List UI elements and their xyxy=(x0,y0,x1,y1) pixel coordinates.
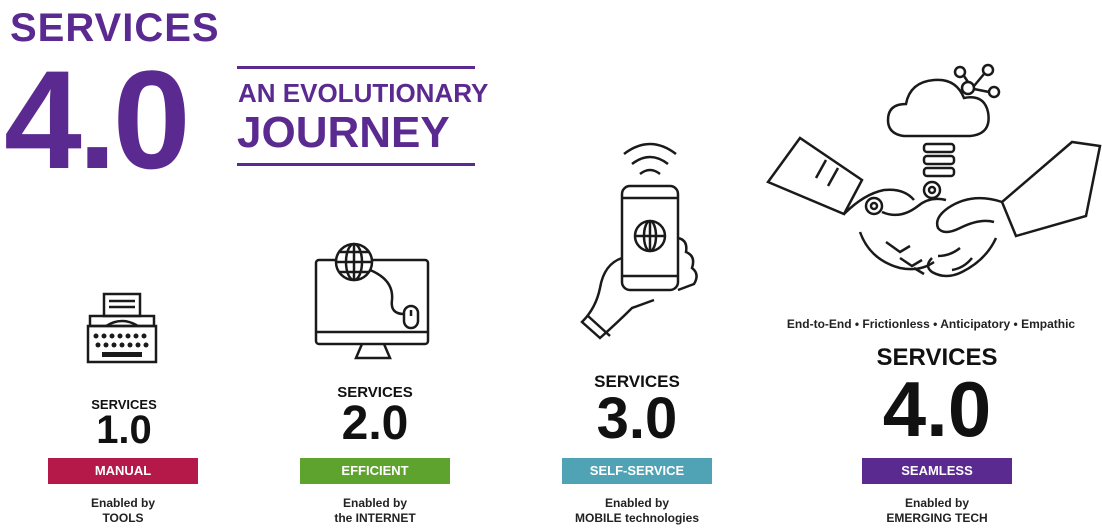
stage1-title: SERVICES xyxy=(91,397,157,412)
stage3-title: SERVICES xyxy=(594,372,680,391)
header-services-label: SERVICES xyxy=(10,6,220,50)
header-version: 4.0 xyxy=(4,41,191,198)
stage1-caption-line2: TOOLS xyxy=(102,511,144,525)
header-subtitle-line1: AN EVOLUTIONARY xyxy=(238,78,489,108)
robot-handshake-cloud-icon xyxy=(766,63,1102,278)
stage1-caption-line1: Enabled by xyxy=(90,496,155,510)
stage2-version: 2.0 xyxy=(341,397,409,450)
header-bottom-rule xyxy=(237,163,475,166)
stage3-badge: SELF-SERVICE xyxy=(562,458,712,484)
stage1-version: 1.0 xyxy=(96,408,152,452)
stage4-badge: SEAMLESS xyxy=(862,458,1012,484)
header-top-rule xyxy=(237,66,475,69)
stage4-title: SERVICES xyxy=(876,344,998,371)
stage3-version: 3.0 xyxy=(596,386,678,451)
stage3-caption-line2: MOBILE technologies xyxy=(574,511,699,525)
smartphone-hand-icon xyxy=(580,142,698,340)
stage2-caption: Enabled by the INTERNET xyxy=(300,496,450,526)
stage3-caption: Enabled by MOBILE technologies xyxy=(542,496,732,526)
stage2-caption-line1: Enabled by xyxy=(342,496,407,510)
stage1-caption: Enabled by TOOLS xyxy=(48,496,198,526)
stage3-caption-line1: Enabled by xyxy=(604,496,669,510)
stage4-caption-line1: Enabled by xyxy=(904,496,969,510)
stage4-version: 4.0 xyxy=(882,365,992,453)
stage4-caption: Enabled by EMERGING TECH xyxy=(852,496,1022,526)
header-subtitle-line2: JOURNEY xyxy=(237,108,450,157)
typewriter-icon xyxy=(86,292,158,364)
stage1-badge: MANUAL xyxy=(48,458,198,484)
stage4-tagline: End-to-End • Frictionless • Anticipatory… xyxy=(786,317,1076,331)
computer-globe-icon xyxy=(314,242,430,360)
stage4-caption-line2: EMERGING TECH xyxy=(886,511,988,525)
stage2-caption-line2: the INTERNET xyxy=(334,511,416,525)
stage2-badge: EFFICIENT xyxy=(300,458,450,484)
stage2-title: SERVICES xyxy=(337,384,413,401)
